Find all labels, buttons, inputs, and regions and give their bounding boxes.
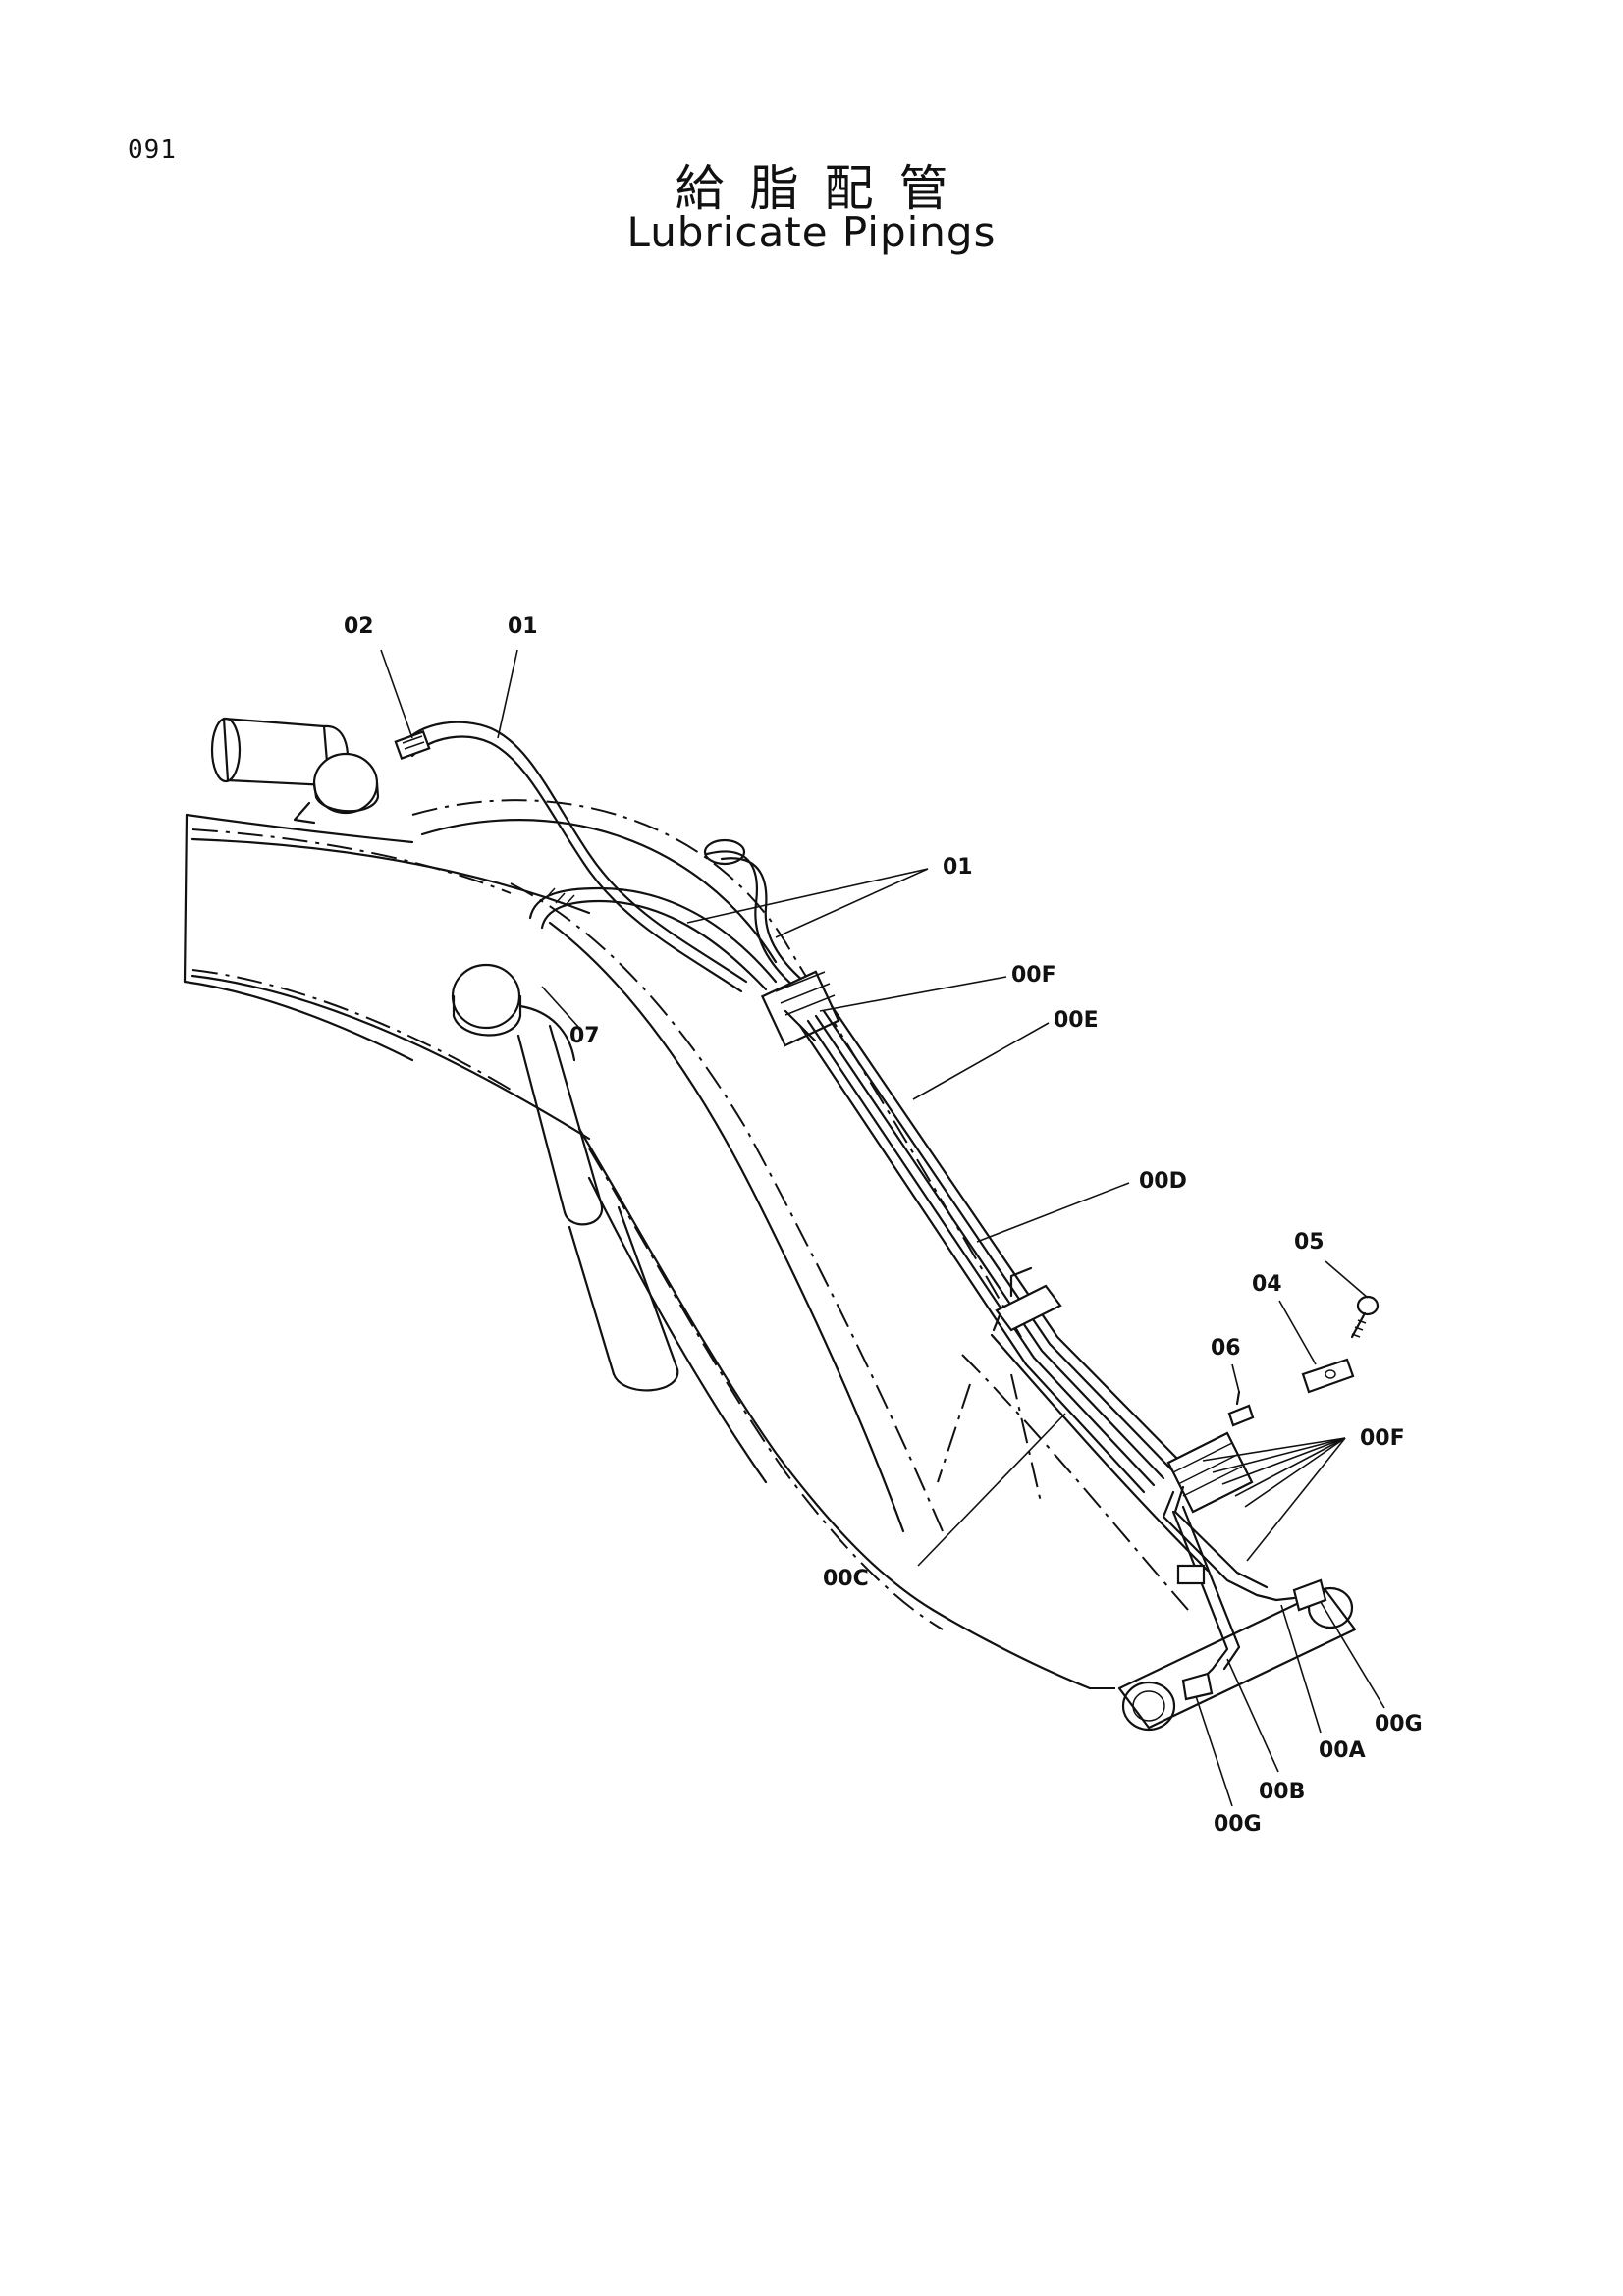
grease-nipple-00G-left xyxy=(1181,1672,1214,1701)
part-04-clip xyxy=(1301,1358,1355,1394)
boom-outline xyxy=(183,799,1357,1732)
part-05-bolt xyxy=(1350,1295,1380,1339)
callout-00C: 00C xyxy=(823,1567,869,1591)
callout-00G-bottom: 00G xyxy=(1214,1812,1262,1837)
callout-01-mid: 01 xyxy=(943,855,973,880)
hose-01-upper xyxy=(394,721,748,993)
callout-00F-top: 00F xyxy=(1011,963,1056,988)
callout-06: 06 xyxy=(1211,1336,1241,1361)
part-06-bolt xyxy=(1227,1390,1255,1427)
callout-00D: 00D xyxy=(1139,1169,1187,1194)
callout-00F-right: 00F xyxy=(1360,1426,1405,1451)
callout-00G-right: 00G xyxy=(1375,1712,1423,1736)
title-english: Lubricate Pipings xyxy=(626,208,997,256)
cylinder xyxy=(451,963,679,1392)
callout-00A: 00A xyxy=(1319,1738,1366,1763)
upper-pin-assembly xyxy=(210,717,380,825)
hose-01-lower xyxy=(528,886,778,991)
callout-07: 07 xyxy=(569,1024,600,1048)
page-number: 091 xyxy=(128,135,177,165)
leader-lines xyxy=(380,649,1385,1807)
title-japanese: 給脂配管 xyxy=(675,160,974,217)
callout-00E: 00E xyxy=(1054,1008,1099,1033)
grease-nipple-00G-right xyxy=(1274,1578,1327,1612)
callout-05: 05 xyxy=(1294,1230,1325,1255)
callout-00B: 00B xyxy=(1259,1780,1305,1804)
callout-labels: 02 01 01 00F 00E 07 00D 05 04 06 00F 00C… xyxy=(344,614,1423,1837)
callout-02: 02 xyxy=(344,614,374,639)
fitting-block-00F-lower xyxy=(1162,1431,1278,1685)
hose-01-middle xyxy=(703,838,812,993)
callout-01-top: 01 xyxy=(508,614,538,639)
pipe-clamp xyxy=(992,1266,1062,1332)
callout-04: 04 xyxy=(1252,1272,1282,1297)
pipe-bundle xyxy=(798,1004,1185,1494)
